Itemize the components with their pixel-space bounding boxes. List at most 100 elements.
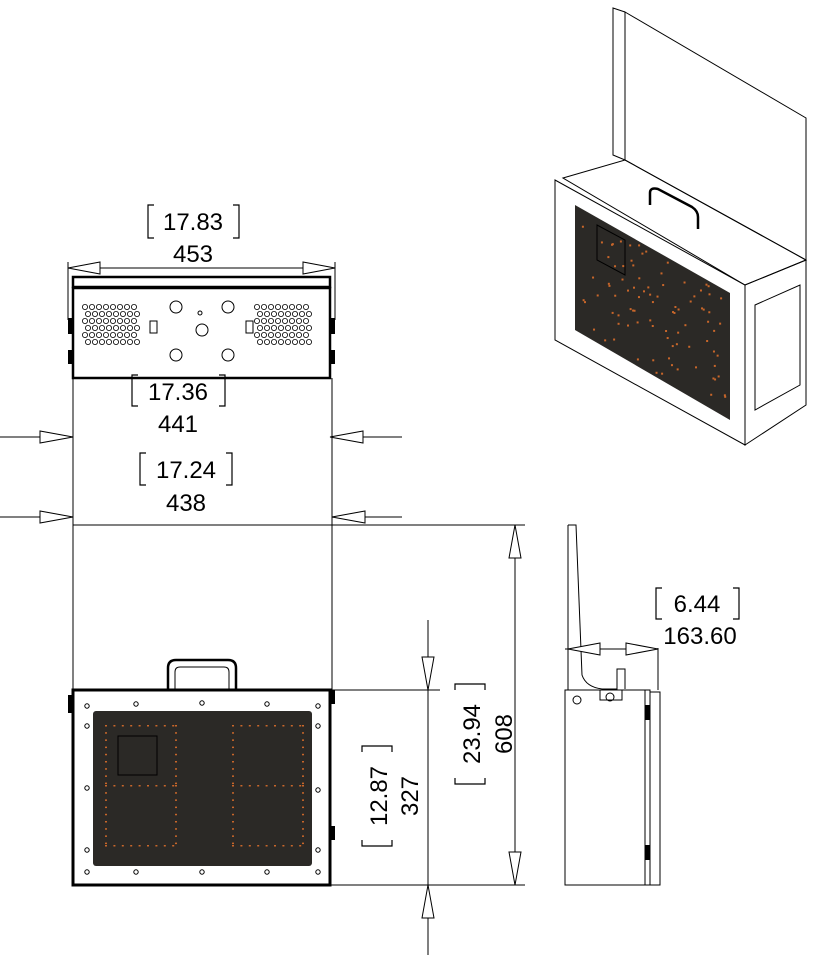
- led: [302, 732, 304, 734]
- led: [302, 799, 304, 801]
- vent-hole: [289, 304, 294, 309]
- led: [647, 286, 649, 288]
- led: [713, 330, 715, 332]
- vent-hole: [296, 332, 301, 337]
- led: [130, 725, 132, 727]
- dim-overall-height-inch: 23.94: [459, 704, 486, 764]
- bolt: [134, 702, 138, 706]
- vent-hole: [292, 325, 297, 330]
- led: [172, 785, 174, 787]
- led: [724, 396, 726, 398]
- led: [676, 343, 678, 345]
- led: [709, 293, 711, 295]
- led: [700, 289, 702, 291]
- led: [302, 792, 304, 794]
- led: [175, 835, 177, 837]
- bolt: [316, 724, 320, 728]
- vent-hole: [124, 332, 129, 337]
- led: [712, 377, 714, 379]
- vent-hole: [82, 318, 87, 323]
- bolt: [85, 786, 89, 790]
- led: [105, 761, 107, 763]
- led: [175, 785, 177, 787]
- led: [597, 294, 599, 296]
- led: [122, 845, 124, 847]
- led: [232, 814, 234, 816]
- led: [105, 792, 107, 794]
- led: [652, 301, 654, 303]
- led: [139, 785, 141, 787]
- led: [630, 308, 632, 310]
- vent-hole: [113, 325, 118, 330]
- vent-hole: [275, 304, 280, 309]
- led: [302, 761, 304, 763]
- led: [302, 739, 304, 741]
- vent-hole: [278, 325, 283, 330]
- led: [105, 799, 107, 801]
- led: [583, 299, 585, 301]
- led: [649, 319, 651, 321]
- led: [302, 768, 304, 770]
- bolt: [316, 848, 320, 852]
- vent-hole: [110, 304, 115, 309]
- vent-hole: [257, 325, 262, 330]
- led: [706, 340, 708, 342]
- led: [302, 835, 304, 837]
- led: [232, 828, 234, 830]
- dim-side-depth-inch: 6.44: [674, 591, 721, 618]
- led: [175, 799, 177, 801]
- vent-hole: [103, 304, 108, 309]
- led: [302, 828, 304, 830]
- vent-hole: [124, 304, 129, 309]
- led: [720, 297, 722, 299]
- vent-hole: [296, 304, 301, 309]
- vent-hole: [85, 311, 90, 316]
- vent-hole: [106, 311, 111, 316]
- vent-hole: [89, 318, 94, 323]
- led: [232, 783, 234, 785]
- led: [693, 295, 695, 297]
- led: [302, 785, 304, 787]
- dim-top-overall-inch: 17.83: [163, 209, 223, 236]
- led: [175, 732, 177, 734]
- bolt: [265, 702, 269, 706]
- led: [302, 843, 304, 845]
- led: [155, 785, 157, 787]
- bolt: [85, 724, 89, 728]
- led: [175, 768, 177, 770]
- led: [662, 284, 664, 286]
- led: [302, 775, 304, 777]
- vent-hole: [120, 339, 125, 344]
- vent-hole: [82, 304, 87, 309]
- led: [684, 324, 686, 326]
- led: [717, 355, 719, 357]
- vent-hole: [110, 332, 115, 337]
- led: [612, 243, 614, 245]
- vent-hole: [299, 339, 304, 344]
- led: [668, 357, 670, 359]
- led: [175, 725, 177, 727]
- led: [232, 807, 234, 809]
- led: [695, 366, 697, 368]
- led: [232, 785, 234, 787]
- led: [175, 821, 177, 823]
- led: [671, 364, 673, 366]
- vent-hole: [257, 339, 262, 344]
- led: [638, 277, 640, 279]
- led: [232, 821, 234, 823]
- led: [257, 785, 259, 787]
- vent-hole: [292, 311, 297, 316]
- side-depth-dimension: 6.44 163.60: [565, 588, 739, 655]
- led: [667, 337, 669, 339]
- vent-grille-right: [254, 304, 311, 344]
- vent-hole: [85, 325, 90, 330]
- vent-grille-left: [82, 304, 139, 344]
- led: [299, 845, 301, 847]
- led: [652, 359, 654, 361]
- led: [175, 843, 177, 845]
- led: [299, 785, 301, 787]
- vent-hole: [257, 311, 262, 316]
- led: [705, 284, 707, 286]
- led: [718, 375, 720, 377]
